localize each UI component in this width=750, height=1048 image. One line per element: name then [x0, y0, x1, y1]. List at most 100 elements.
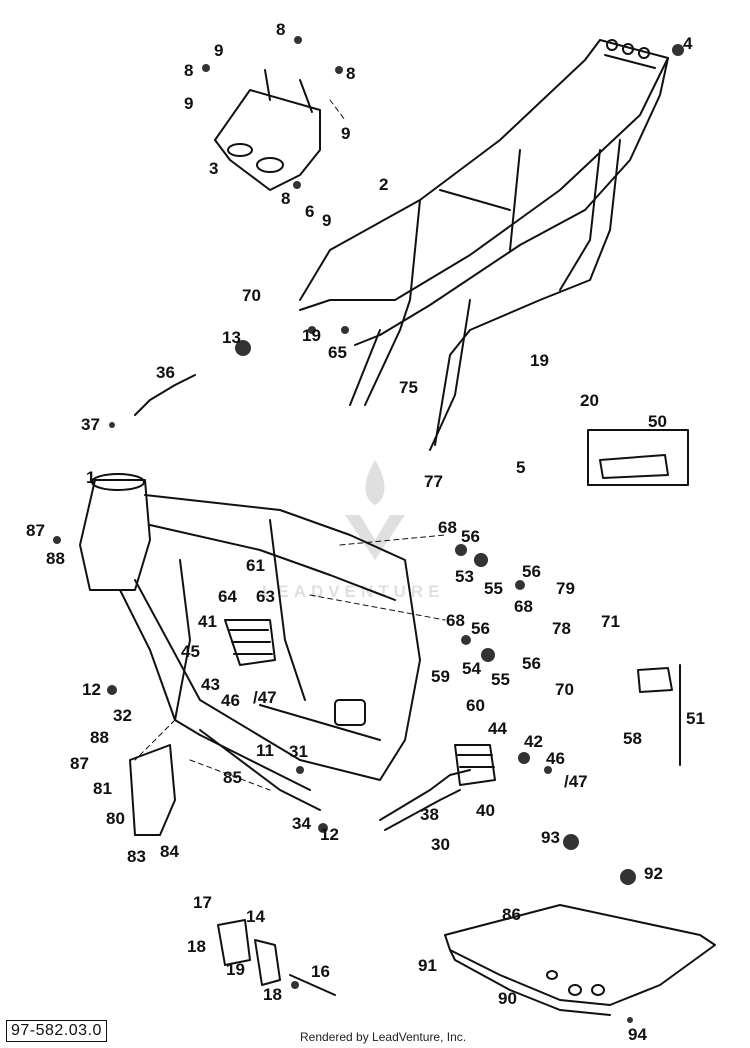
callout-label: 68	[438, 518, 457, 537]
callout-label: 56	[522, 654, 541, 673]
callout-label: 9	[184, 94, 194, 113]
callout-label: 32	[113, 706, 132, 725]
callout-label: 9	[322, 211, 332, 230]
callout-label: 79	[556, 579, 575, 598]
callout-label: 13	[222, 328, 241, 347]
callout-label: 88	[46, 549, 65, 568]
callout-label: 36	[156, 363, 175, 382]
callout-label: 81	[93, 779, 112, 798]
callout-label: 55	[491, 670, 510, 689]
callout-label: 68	[514, 597, 533, 616]
lower-skid-plate	[444, 904, 716, 1016]
callout-label: 42	[524, 732, 543, 751]
callout-label: 59	[431, 667, 450, 686]
callout-label: 31	[289, 742, 308, 761]
callout-label: 87	[70, 754, 89, 773]
callout-label: 80	[106, 809, 125, 828]
callout-label: 94	[628, 1025, 647, 1044]
hardware	[53, 36, 684, 1023]
callout-label: 86	[502, 905, 521, 924]
callout-label: 18	[187, 937, 206, 956]
callout-label: 44	[488, 719, 507, 738]
callout-label: 54	[462, 659, 481, 678]
document-code: 97-582.03.0	[6, 1020, 107, 1042]
callout-label: 60	[466, 696, 485, 715]
callout-label: 19	[226, 960, 245, 979]
callout-label: 14	[246, 907, 265, 926]
footpeg-assembly	[587, 429, 689, 766]
callout-label: 8	[346, 64, 356, 83]
callout-label: 55	[484, 579, 503, 598]
callout-label: 5	[516, 458, 526, 477]
callout-label: 64	[218, 587, 237, 606]
callout-label: 12	[320, 825, 339, 844]
footrest-left	[224, 619, 276, 666]
callout-label: 38	[420, 805, 439, 824]
callout-label: 93	[541, 828, 560, 847]
callout-label: 56	[522, 562, 541, 581]
callout-label: 3	[209, 159, 219, 178]
callout-label: 68	[446, 611, 465, 630]
main-frame	[79, 473, 421, 811]
callout-label: 37	[81, 415, 100, 434]
callout-label: 88	[90, 728, 109, 747]
callout-label: 17	[193, 893, 212, 912]
callout-label: 90	[498, 989, 517, 1008]
footer-credit: Rendered by LeadVenture, Inc.	[300, 1030, 467, 1044]
callout-label: 12	[82, 680, 101, 699]
callout-label: 18	[263, 985, 282, 1004]
callout-label: 56	[461, 527, 480, 546]
callout-label: 46	[546, 749, 565, 768]
callout-label: 56	[471, 619, 490, 638]
callout-label: 1	[86, 468, 96, 487]
callout-label: 77	[424, 472, 443, 491]
callout-label: 41	[198, 612, 217, 631]
callout-label: 87	[26, 521, 45, 540]
callout-label: 30	[431, 835, 450, 854]
callout-label: 19	[302, 326, 321, 345]
callout-label: /47	[253, 688, 277, 707]
callout-label: 71	[601, 612, 620, 631]
callout-label: 43	[201, 675, 220, 694]
callout-label: 84	[160, 842, 179, 861]
callout-label: 16	[311, 962, 330, 981]
callout-label: 19	[530, 351, 549, 370]
callout-label: 75	[399, 378, 418, 397]
callout-label: 65	[328, 343, 347, 362]
callout-label: 40	[476, 801, 495, 820]
callout-label: 9	[341, 124, 351, 143]
callout-label: 51	[686, 709, 705, 728]
callout-label: 85	[223, 768, 242, 787]
callout-label: 91	[418, 956, 437, 975]
callout-label: 92	[644, 864, 663, 883]
callout-label: 58	[623, 729, 642, 748]
upper-skid-plate	[214, 69, 321, 191]
callout-label: 63	[256, 587, 275, 606]
callout-label: 78	[552, 619, 571, 638]
brake-pedal	[379, 769, 471, 831]
callout-label: 11	[256, 741, 274, 760]
callout-label: 70	[555, 680, 574, 699]
callout-label: 8	[276, 20, 286, 39]
callout-label: 83	[127, 847, 146, 866]
callout-label: 50	[648, 412, 667, 431]
callout-label: 2	[379, 175, 389, 194]
watermark-text: LEADVENTURE	[262, 582, 445, 601]
footrest-right	[454, 744, 496, 786]
stand-bracket	[217, 919, 336, 996]
callout-label: 70	[242, 286, 261, 305]
callout-label: 34	[292, 814, 311, 833]
callout-label: 61	[246, 556, 265, 575]
callout-label: 46	[221, 691, 240, 710]
breather-hose	[134, 374, 196, 416]
leadventure-watermark-logo	[345, 460, 405, 560]
callout-label: 8	[184, 61, 194, 80]
callout-label: 8	[281, 189, 291, 208]
callout-label: 53	[455, 567, 474, 586]
callout-label: 4	[683, 34, 693, 53]
subframe	[299, 39, 669, 451]
callout-label: 6	[305, 202, 315, 221]
callout-label: 9	[214, 41, 224, 60]
callout-label: 45	[181, 642, 200, 661]
